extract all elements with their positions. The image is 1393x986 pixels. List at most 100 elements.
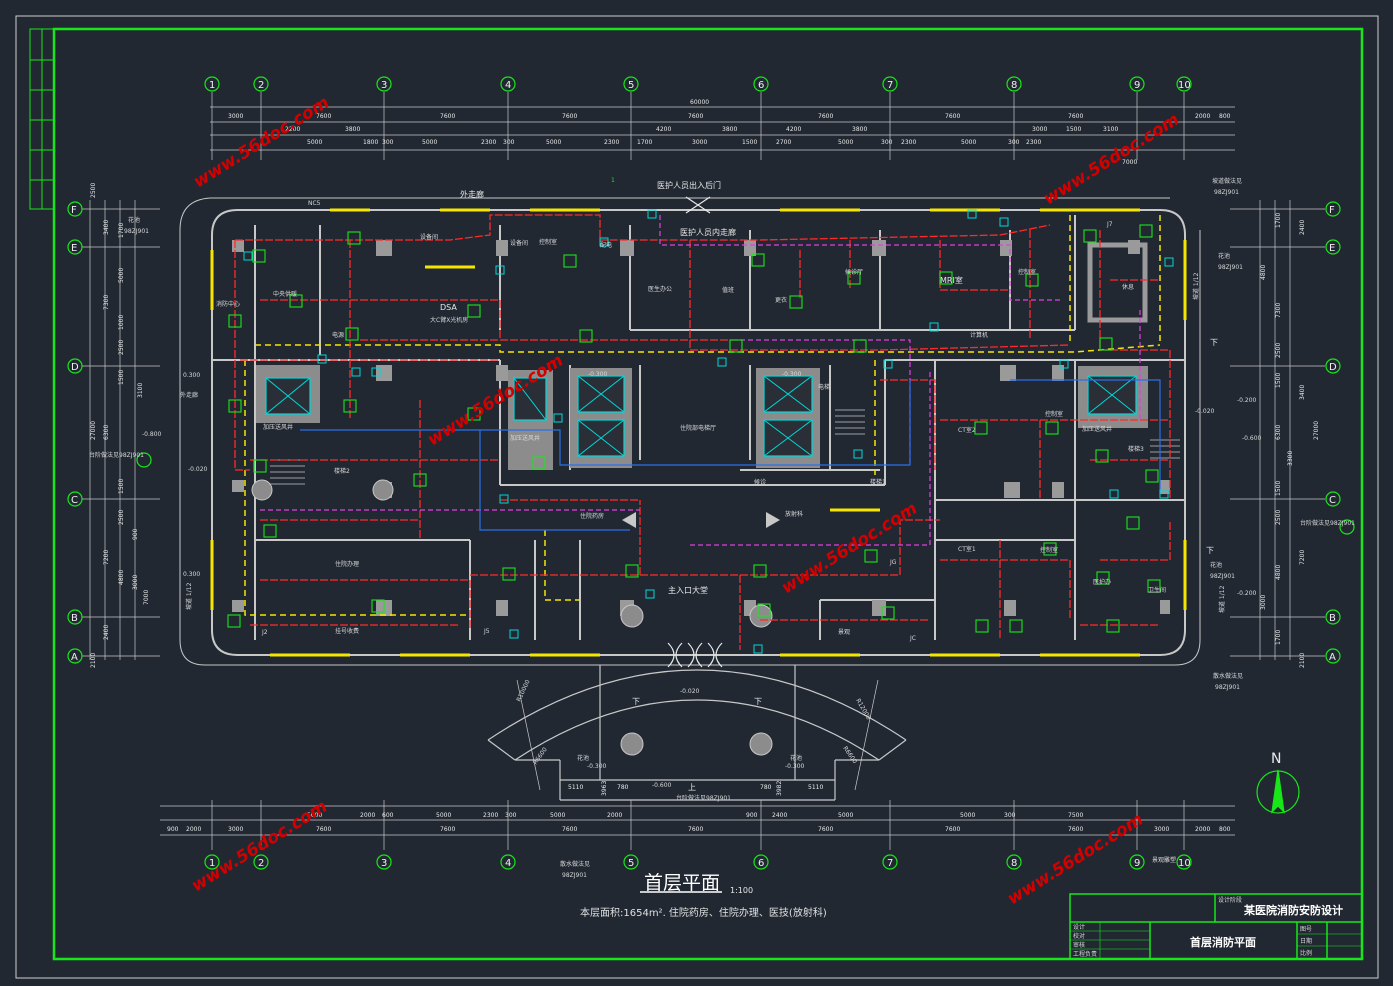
- dim-r1-4: 7600: [688, 113, 703, 120]
- axis-bottom-2: 2: [258, 858, 264, 869]
- dim-left-3: 5000: [118, 268, 125, 283]
- dim-b1-5: 7600: [562, 826, 577, 833]
- note-std6: 98ZJ901: [562, 872, 587, 879]
- dim-r1-9: 800: [1219, 113, 1231, 120]
- note-lvl1c: -0.020: [1195, 408, 1215, 415]
- tb-right-1: 日期: [1300, 937, 1312, 945]
- dim-r3-12: 5000: [838, 139, 853, 146]
- dim-r3-16: 300: [1008, 139, 1020, 146]
- dim-right-1: 2400: [1299, 220, 1306, 235]
- dim-b2-1: 2000: [360, 812, 375, 819]
- note-scale: 景观雕塑: [1152, 856, 1176, 864]
- note-std4: 98ZJ901: [1215, 684, 1240, 691]
- note-lvl2b: -0.300: [782, 371, 802, 378]
- dim-left-8: 3100: [137, 383, 144, 398]
- stairs: [270, 409, 1180, 485]
- axis-bottom-5: 5: [628, 858, 634, 869]
- dim-left-19: 2100: [90, 653, 97, 668]
- room-j7: J7: [1106, 221, 1113, 228]
- title-block: [1069, 893, 1363, 960]
- dim-r2-1: 3800: [345, 126, 360, 133]
- dim-r3-1: 1800: [363, 139, 378, 146]
- drawing-scale: 1:100: [730, 886, 753, 895]
- tb-right-2: 比例: [1300, 949, 1312, 957]
- axis-right-F: F: [1329, 205, 1335, 216]
- room-doctor-office: 医生办公: [648, 285, 672, 293]
- room-control3: 控制室: [1045, 410, 1063, 418]
- left-dimensions: 2500 3400 1700 5000 7300 1000 2500 1500 …: [90, 183, 150, 668]
- axis-right-B: B: [1329, 613, 1336, 624]
- axis-top-7: 7: [887, 80, 893, 91]
- dim-r3-0: 5000: [307, 139, 322, 146]
- room-waiting: 候诊: [754, 478, 766, 486]
- dim-r1-3: 7600: [562, 113, 577, 120]
- room-pressure3: 加压送风井: [1082, 425, 1112, 433]
- dim-r2-5: 3800: [852, 126, 867, 133]
- room-fire-center: 消防中心: [216, 300, 240, 308]
- note-std2: 98ZJ901: [1214, 189, 1239, 196]
- note-down4: 下: [1206, 546, 1214, 555]
- smoke-zone-boundaries: [244, 215, 1161, 616]
- inner-frame: [52, 27, 1364, 961]
- dim-right-0: 1700: [1275, 213, 1282, 228]
- note-std8: 98ZJ901: [124, 228, 149, 235]
- dim-r2-2: 4200: [656, 126, 671, 133]
- broadcast-wiring: [300, 379, 1161, 531]
- room-ct1: CT室1: [958, 545, 976, 553]
- axis-left-A: A: [71, 652, 78, 663]
- note-lvl2: -0.300: [588, 371, 608, 378]
- room-dsa-sub: 大C臂X光机房: [430, 316, 468, 324]
- note-dim-3963: 3963: [601, 781, 608, 796]
- note-lvl2d: -0.300: [785, 763, 805, 770]
- note-dim-780a: 780: [617, 784, 629, 791]
- dim-left-0: 2500: [90, 183, 97, 198]
- elevator-shafts: [256, 242, 1148, 470]
- dim-r3-10: 1500: [742, 139, 757, 146]
- tb-project: 某医院消防安防设计: [1243, 903, 1343, 917]
- dim-b1-11: 800: [1219, 826, 1231, 833]
- note-std12: 98ZJ901: [1210, 573, 1235, 580]
- dim-left-6: 2500: [118, 340, 125, 355]
- dim-r3-9: 3000: [692, 139, 707, 146]
- room-central-supply: 中央供暖: [273, 290, 297, 298]
- dim-b2-8: 900: [746, 812, 758, 819]
- dim-r3-13: 300: [881, 139, 893, 146]
- room-elevator-hall: 住院部电梯厅: [680, 424, 716, 432]
- dim-left-1: 3400: [103, 220, 110, 235]
- dim-b2-4: 2300: [483, 812, 498, 819]
- note-std5: 散水做法见: [560, 860, 590, 868]
- room-pressure2: 加压送风井: [510, 434, 540, 442]
- room-pressure1: 加压送风井: [263, 423, 293, 431]
- tb-right-0: 图号: [1300, 926, 1312, 933]
- room-equipment: 设备间: [420, 233, 438, 241]
- dim-right-8: 27000: [1313, 421, 1320, 440]
- note-lvl6: -0.800: [142, 431, 162, 438]
- axis-bottom-1: 1: [209, 858, 215, 869]
- dim-r3-8: 1700: [637, 139, 652, 146]
- dim-r3-5: 300: [503, 139, 515, 146]
- dim-b1-12: 7600: [688, 826, 703, 833]
- entrance-doors: [667, 196, 723, 668]
- dim-r2-3: 3800: [722, 126, 737, 133]
- dim-r1-2: 7600: [440, 113, 455, 120]
- north-arrow-icon: [1256, 769, 1300, 814]
- dim-b1-0: 900: [167, 826, 179, 833]
- tb-row-1: 校对: [1073, 932, 1085, 940]
- note-ramp-left: 坡道 1/12: [185, 582, 193, 610]
- dim-r3-7: 2300: [604, 139, 619, 146]
- dim-left-11: 1500: [118, 479, 125, 494]
- dim-b1-2: 3000: [228, 826, 243, 833]
- dim-left-7: 1500: [118, 370, 125, 385]
- dim-left-13: 900: [132, 528, 139, 540]
- dim-b2-0: 5000: [307, 812, 322, 819]
- axis-right-C: C: [1329, 495, 1336, 506]
- drawing-area-note: 本层面积:1654m². 住院药房、住院办理、医技(放射科): [580, 906, 827, 919]
- room-duty: 值班: [722, 286, 734, 294]
- axis-left-F: F: [71, 205, 77, 216]
- room-outer-corridor-left: 外走廊: [180, 391, 198, 399]
- note-dim-780b: 780: [760, 784, 772, 791]
- note-down3: 下: [1210, 338, 1218, 347]
- lobby-markers: [622, 512, 780, 528]
- axis-bottom-4: 4: [505, 858, 511, 869]
